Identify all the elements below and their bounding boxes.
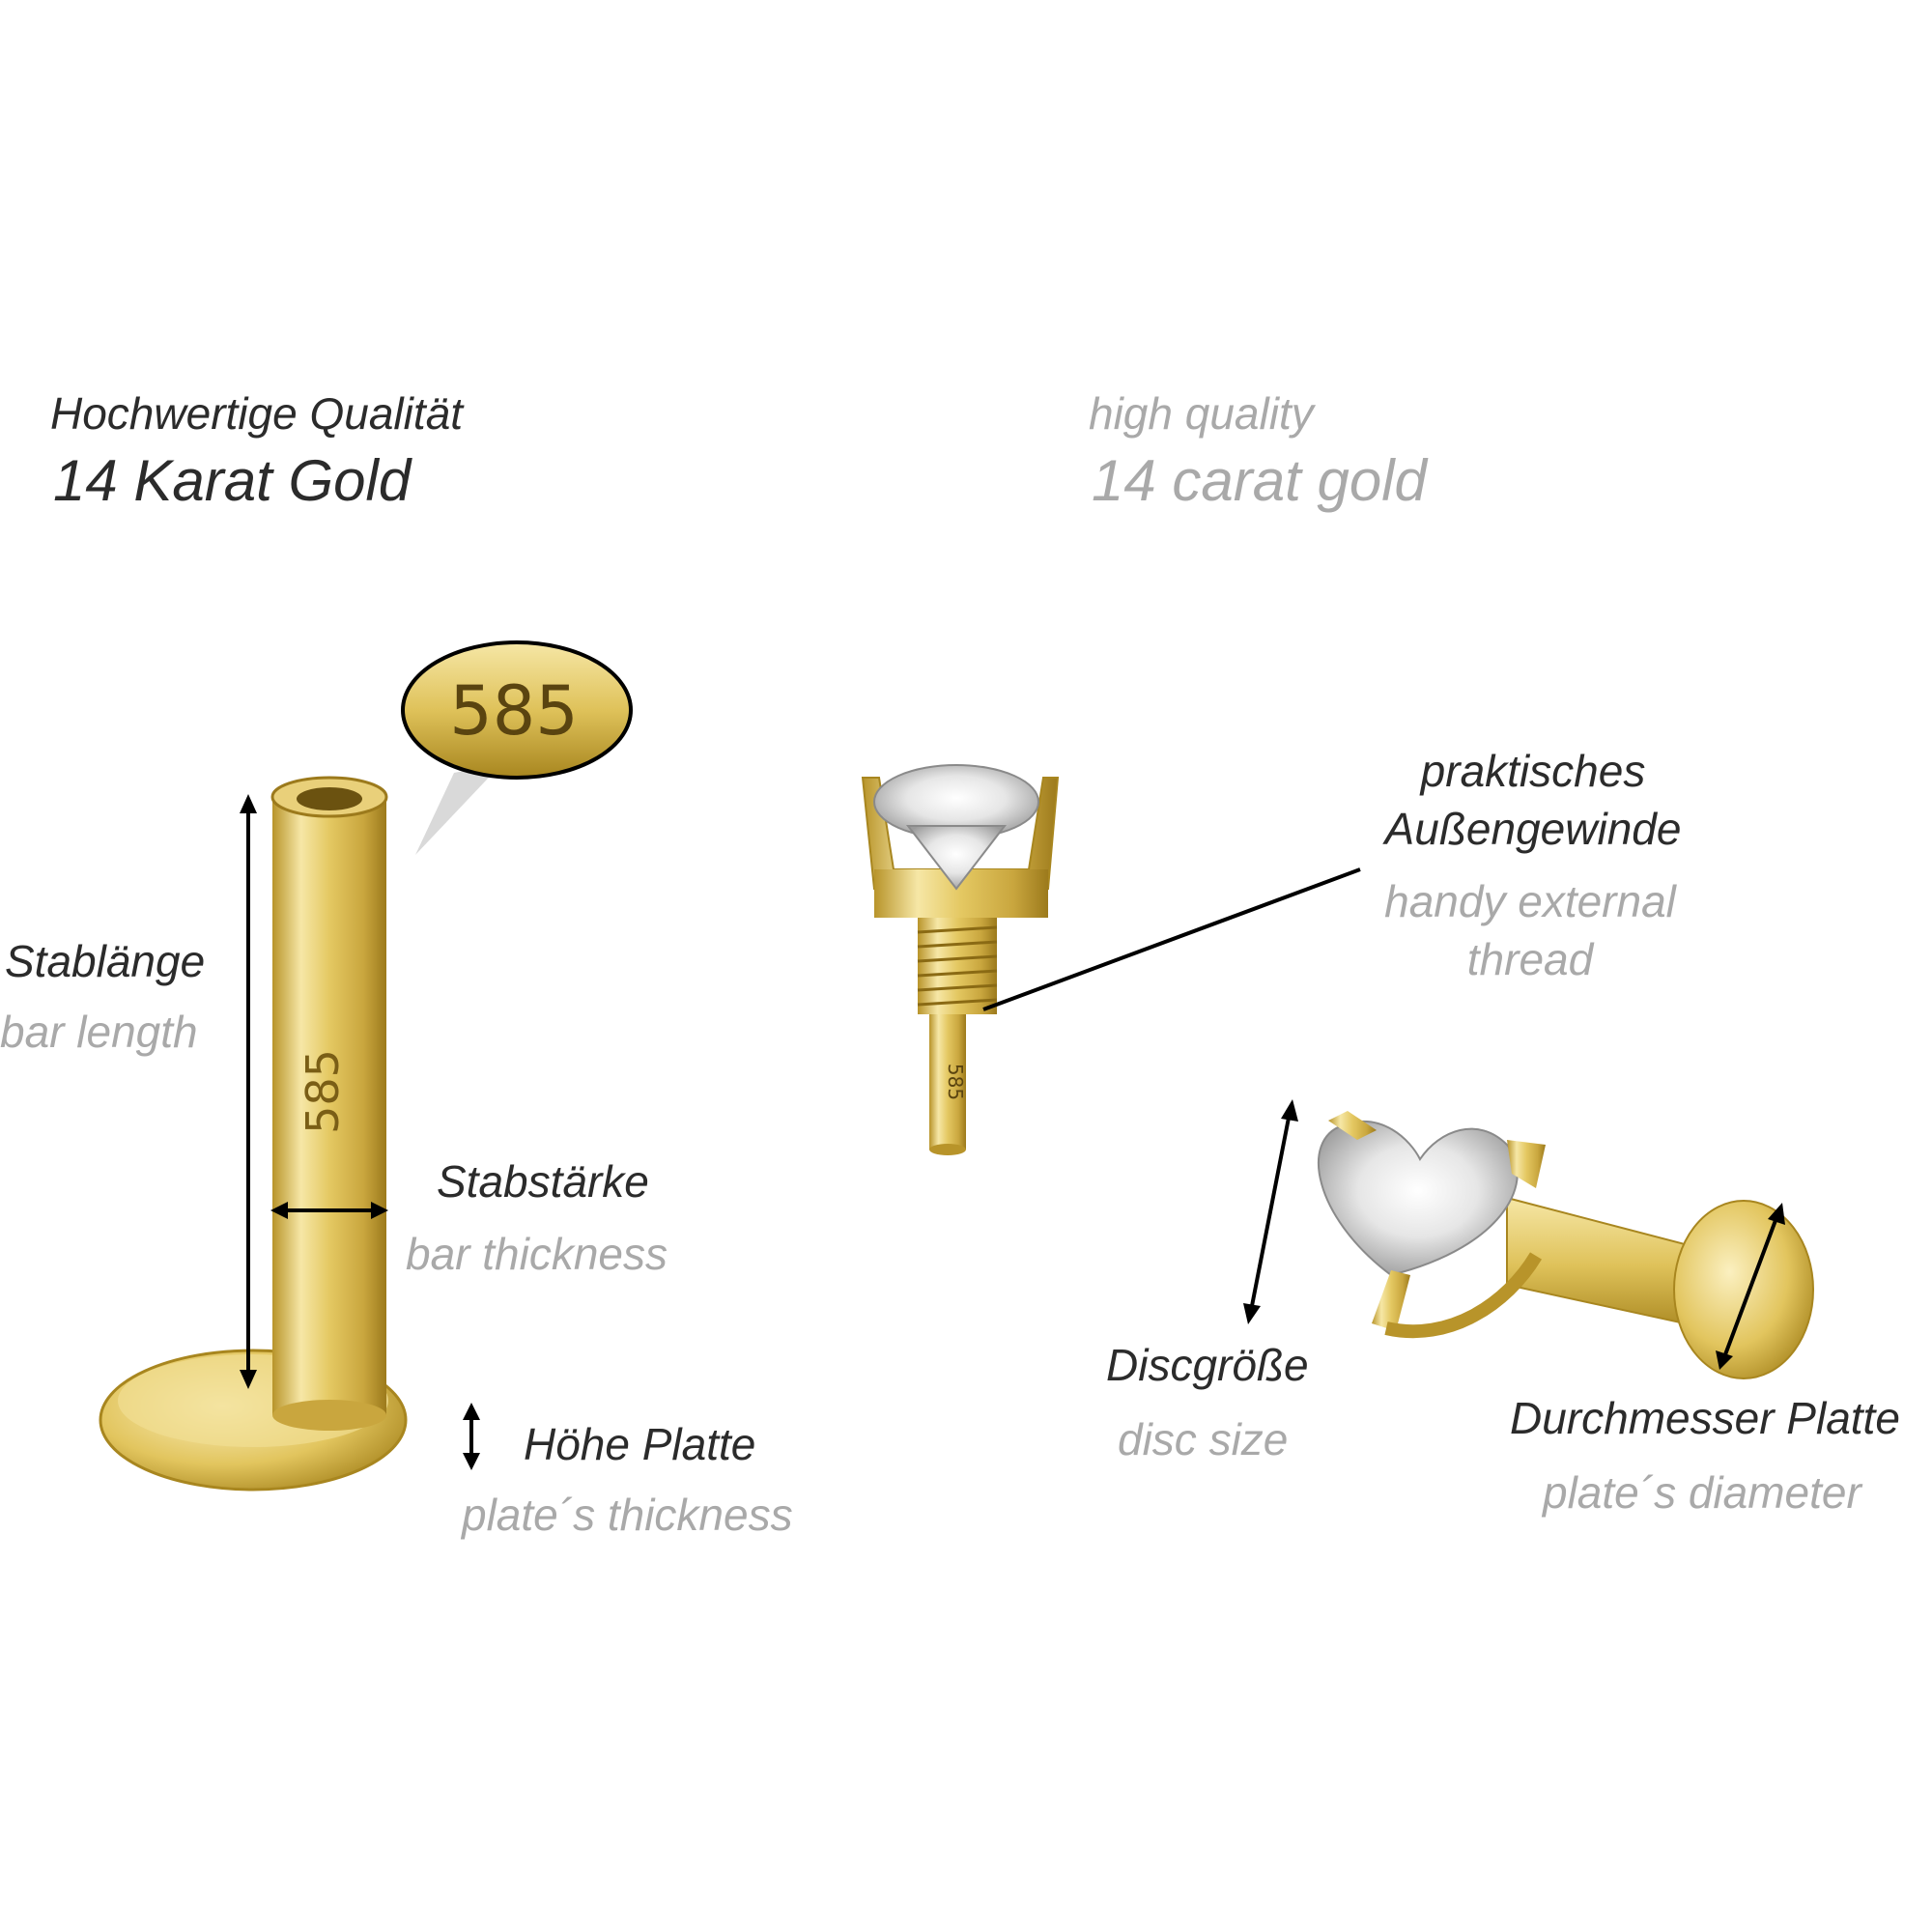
heart-labret [1317,1111,1814,1379]
header-de-material: 14 Karat Gold [53,448,412,513]
bar-length-label-de: Stablänge [5,936,206,986]
thread-label-de-1: praktisches [1420,746,1646,796]
plate-diameter-arrow [1716,1203,1785,1370]
threaded-top: 585 [861,764,1060,1155]
bar-thickness-label-de: Stabstärke [437,1156,649,1207]
bar-thickness-label-en: bar thickness [406,1229,668,1279]
hallmark-callout: 585 [401,640,633,855]
plate-height-arrow [463,1403,480,1470]
thread-label-de-2: Außengewinde [1384,804,1682,854]
heart-stone [1317,1120,1519,1277]
labret-bar: 585 [99,776,408,1492]
thread-pin-engraving: 585 [944,1064,967,1100]
header-en-quality: high quality [1089,388,1314,439]
header-de-quality: Hochwertige Qualität [50,388,463,439]
disc-size-label-de: Discgröße [1106,1340,1309,1390]
header-en-material: 14 carat gold [1092,448,1427,513]
thread-label-en-2: thread [1466,934,1594,984]
heart-labret-plate [1673,1200,1814,1379]
disc-size-arrow [1243,1099,1298,1324]
labret-shaft [272,797,386,1415]
plate-diameter-label-de: Durchmesser Platte [1510,1393,1900,1443]
bar-thickness-arrow [270,1202,388,1219]
plate-height-label-de: Höhe Platte [524,1419,756,1469]
thread-label-en-1: handy external [1384,876,1676,926]
labret-engraving: 585 [297,1049,349,1134]
disc-size-label-en: disc size [1118,1414,1289,1464]
bar-length-label-en: bar length [0,1007,198,1057]
plate-height-label-en: plate´s thickness [462,1490,793,1540]
plate-diameter-label-en: plate´s diameter [1543,1467,1861,1518]
bar-length-arrow [240,794,257,1389]
thread-pointer-line [982,867,1361,1011]
hallmark-text: 585 [449,671,579,751]
